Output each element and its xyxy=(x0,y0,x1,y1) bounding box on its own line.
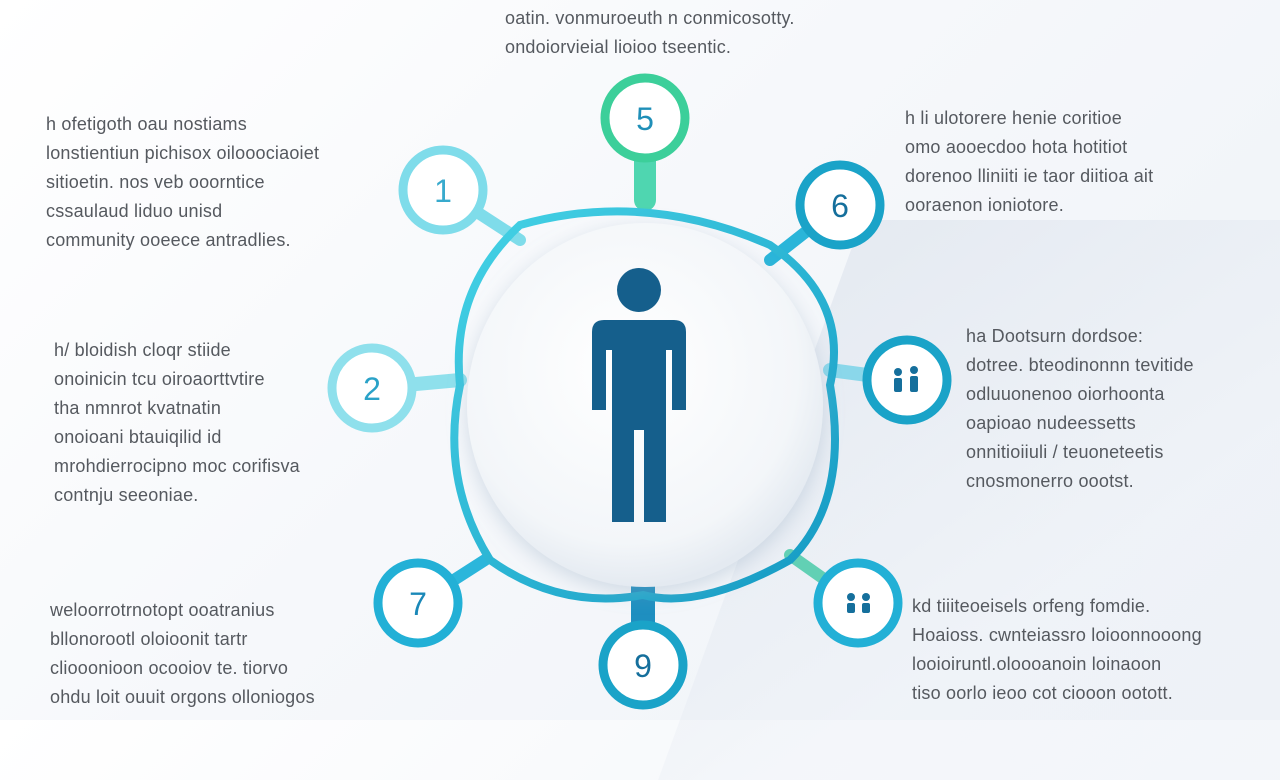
text-line: cnosmonerro oootst. xyxy=(966,471,1134,491)
text-line: onoinicin tcu oiroaorttvtire xyxy=(54,369,265,389)
text-line: odluuonenoo oiorhoonta xyxy=(966,384,1165,404)
text-line: onnitioiiuli / teuoneteetis xyxy=(966,442,1164,462)
node-1-label: 1 xyxy=(434,173,452,209)
text-block-top: oatin. vonmuroeuth n conmicosotty. ondoi… xyxy=(505,4,795,62)
text-line: dorenoo lliniiti ie taor diitioa ait xyxy=(905,166,1154,186)
hub-diagram: 1 2 5 6 7 9 xyxy=(327,73,952,710)
text-line: looioiruntl.oloooanoin loinaoon xyxy=(912,654,1162,674)
text-block-bottom-left: weloorrotrnotopt ooatranius bllonorootl … xyxy=(50,596,315,712)
text-line: ooraenon ioniotore. xyxy=(905,195,1064,215)
text-line: kd tiiiteoeisels orfeng fomdie. xyxy=(912,596,1151,616)
node-7: 7 xyxy=(373,558,463,648)
text-line: Hoaioss. cwnteiassro loioonnooong xyxy=(912,625,1202,645)
text-line: sitioetin. nos veb ooorntice xyxy=(46,172,265,192)
text-line: ohdu loit ouuit orgons olloniogos xyxy=(50,687,315,707)
text-line: omo aooecdoo hota hotitiot xyxy=(905,137,1128,157)
node-people-bottom-right xyxy=(813,558,903,648)
node-6: 6 xyxy=(795,160,885,250)
text-block-mid-right: ha Dootsurn dordsoe: dotree. bteodinonnn… xyxy=(966,322,1194,496)
text-line: mrohdierrocipno moc corifisva xyxy=(54,456,300,476)
text-line: h li ulotorere henie coritioe xyxy=(905,108,1122,128)
text-block-bottom-right: kd tiiiteoeisels orfeng fomdie. Hoaioss.… xyxy=(912,592,1202,708)
people-icon xyxy=(894,366,918,392)
text-line: oatin. vonmuroeuth n conmicosotty. xyxy=(505,8,795,28)
node-5-label: 5 xyxy=(636,101,654,137)
text-line: cliooonioon ocooiov te. tiorvo xyxy=(50,658,289,678)
person-icon xyxy=(592,268,686,522)
text-line: h ofetigoth oau nostiams xyxy=(46,114,247,134)
text-block-top-left: h ofetigoth oau nostiams lonstientiun pi… xyxy=(46,110,319,255)
people-icon xyxy=(847,593,870,613)
node-7-label: 7 xyxy=(409,586,427,622)
text-line: oapioao nudeessetts xyxy=(966,413,1136,433)
text-line: tiso oorlo ieoo cot ciooon ootott. xyxy=(912,683,1173,703)
node-2: 2 xyxy=(327,343,417,433)
text-line: bllonorootl oloioonit tartr xyxy=(50,629,248,649)
node-9: 9 xyxy=(598,620,688,710)
hub-outer-ring xyxy=(450,207,839,603)
node-people-right xyxy=(862,335,952,425)
text-block-top-right: h li ulotorere henie coritioe omo aooecd… xyxy=(905,104,1153,220)
node-5: 5 xyxy=(600,73,690,163)
text-line: tha nmnrot kvatnatin xyxy=(54,398,222,418)
node-9-label: 9 xyxy=(634,648,652,684)
text-line: h/ bloidish cloqr stiide xyxy=(54,340,231,360)
text-block-mid-left: h/ bloidish cloqr stiide onoinicin tcu o… xyxy=(54,336,300,510)
text-line: dotree. bteodinonnn tevitide xyxy=(966,355,1194,375)
text-line: ha Dootsurn dordsoe: xyxy=(966,326,1144,346)
text-line: community ooeece antradlies. xyxy=(46,230,291,250)
text-line: contnju seeoniae. xyxy=(54,485,199,505)
text-line: onoioani btauiqilid id xyxy=(54,427,222,447)
text-line: lonstientiun pichisox oilooociaoiet xyxy=(46,143,320,163)
text-line: cssaulaud liduo unisd xyxy=(46,201,223,221)
text-line: ondoiorvieial lioioo tseentic. xyxy=(505,37,732,57)
text-line: weloorrotrnotopt ooatranius xyxy=(50,600,275,620)
node-2-label: 2 xyxy=(363,371,381,407)
node-1: 1 xyxy=(398,145,488,235)
node-6-label: 6 xyxy=(831,188,849,224)
